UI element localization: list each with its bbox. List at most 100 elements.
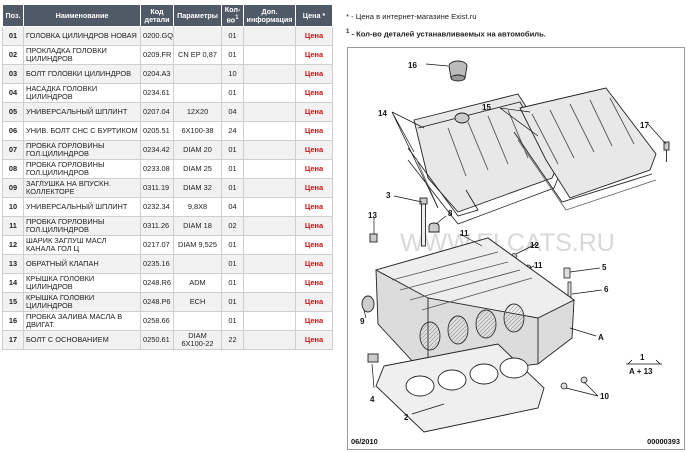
dowel-pins-10 [560, 376, 588, 390]
cell-price-link[interactable]: Цена [295, 273, 333, 293]
cell-price-link[interactable]: Цена [295, 330, 333, 350]
plug-8 [428, 222, 440, 233]
qty-note-text: - Кол-во деталей устанавливаемых на авто… [349, 29, 546, 39]
cell-params: CN EP 0,87 [173, 45, 222, 65]
head-gasket-2 [375, 343, 545, 433]
cell-params [173, 83, 222, 103]
cell-pos: 10 [2, 197, 24, 217]
cell-price-link[interactable]: Цена [295, 197, 333, 217]
cell-price-link[interactable]: Цена [295, 26, 333, 46]
cell-params: 6X100-38 [173, 121, 222, 141]
cell-price-link[interactable]: Цена [295, 254, 333, 274]
cell-info [243, 26, 296, 46]
cell-qty: 01 [221, 292, 244, 312]
cell-params: 9,8X8 [173, 197, 222, 217]
header-code: Код детали [140, 4, 174, 27]
parts-table: Поз. Наименование Код детали Параметры К… [2, 4, 333, 350]
cell-name: ПРОКЛАДКА ГОЛОВКИ ЦИЛИНДРОВ [23, 45, 141, 65]
cell-name: ГОЛОВКА ЦИЛИНДРОВ НОВАЯ [23, 26, 141, 46]
valve-cover-15 [513, 87, 657, 211]
header-qty-sup: 1 [235, 15, 239, 22]
leader-lines [363, 63, 667, 415]
cell-price-link[interactable]: Цена [295, 45, 333, 65]
cell-info [243, 311, 296, 331]
cell-pos: 04 [2, 83, 24, 103]
cell-pos: 14 [2, 273, 24, 293]
cell-code: 0234.42 [140, 140, 174, 160]
cylinder-head-1 [374, 237, 575, 379]
cell-code: 0235.16 [140, 254, 174, 274]
cell-pos: 13 [2, 254, 24, 274]
cell-price-link[interactable]: Цена [295, 102, 333, 122]
cell-name: КРЫШКА ГОЛОВКИ ЦИЛИНДРОВ [23, 273, 141, 293]
cell-name: ШАРИК ЗАГЛУШ МАСЛ КАНАЛА ГОЛ Ц [23, 235, 141, 255]
cell-price-link[interactable]: Цена [295, 178, 333, 198]
cell-params: DIAM 32 [173, 178, 222, 198]
cell-info [243, 292, 296, 312]
callout-labels: 16 15 14 17 3 8 13 11 12 11 5 6 9 A 4 10… [360, 61, 649, 422]
diagram-date: 06/2010 [351, 437, 378, 446]
cell-qty: 22 [221, 330, 244, 350]
cell-info [243, 273, 296, 293]
formula-top: 1 [640, 353, 645, 362]
assembly-formula: 1 A + 13 [626, 353, 662, 376]
cell-pos: 12 [2, 235, 24, 255]
cell-pos: 03 [2, 64, 24, 84]
cell-params: 12X20 [173, 102, 222, 122]
drawing-number: 00000393 [647, 437, 680, 446]
cell-params [173, 26, 222, 46]
exploded-diagram: WWW.ELCATS.RU [347, 47, 685, 450]
cell-qty: 01 [221, 235, 244, 255]
bolt-17 [663, 141, 670, 162]
callout-11: 11 [460, 229, 469, 238]
formula-bottom: A + 13 [629, 367, 653, 376]
cell-params [173, 64, 222, 84]
callout-17: 17 [640, 121, 649, 130]
cell-price-link[interactable]: Цена [295, 292, 333, 312]
cell-price-link[interactable]: Цена [295, 140, 333, 160]
callout-12: 12 [530, 241, 539, 250]
cell-info [243, 254, 296, 274]
cell-price-link[interactable]: Цена [295, 121, 333, 141]
cell-info [243, 64, 296, 84]
cell-pos: 01 [2, 26, 24, 46]
cell-name: ПРОБКА ЗАЛИВА МАСЛА В ДВИГАТ. [23, 311, 141, 331]
cell-params: ECH [173, 292, 222, 312]
cylinder-head-cap-4 [367, 353, 379, 363]
cell-qty: 01 [221, 159, 244, 179]
oil-filler-cap-16 [448, 60, 468, 82]
cell-name: УНИВ. БОЛТ СНС С БУРТИКОМ [23, 121, 141, 141]
cell-price-link[interactable]: Цена [295, 83, 333, 103]
cell-name: НАСАДКА ГОЛОВКИ ЦИЛИНДРОВ [23, 83, 141, 103]
callout-13: 13 [368, 211, 377, 220]
callout-14: 14 [378, 109, 387, 118]
cell-qty: 24 [221, 121, 244, 141]
cell-price-link[interactable]: Цена [295, 159, 333, 179]
header-name: Наименование [23, 4, 141, 27]
cell-pos: 11 [2, 216, 24, 236]
cell-info [243, 330, 296, 350]
cell-code: 0250.61 [140, 330, 174, 350]
callout-5: 5 [602, 263, 607, 272]
cell-code: 0248.R6 [140, 273, 174, 293]
cell-params [173, 311, 222, 331]
callout-9: 9 [360, 317, 365, 326]
qty-note: 1 - Кол-во деталей устанавливаемых на ав… [346, 29, 546, 39]
cell-price-link[interactable]: Цена [295, 311, 333, 331]
cell-info [243, 121, 296, 141]
cell-info [243, 216, 296, 236]
cell-code: 0205.51 [140, 121, 174, 141]
cell-price-link[interactable]: Цена [295, 216, 333, 236]
cell-pos: 05 [2, 102, 24, 122]
callout-2: 2 [404, 413, 409, 422]
cell-price-link[interactable]: Цена [295, 64, 333, 84]
cell-price-link[interactable]: Цена [295, 235, 333, 255]
cell-qty: 01 [221, 83, 244, 103]
cell-name: БОЛТ ГОЛОВКИ ЦИЛИНДРОВ [23, 64, 141, 84]
